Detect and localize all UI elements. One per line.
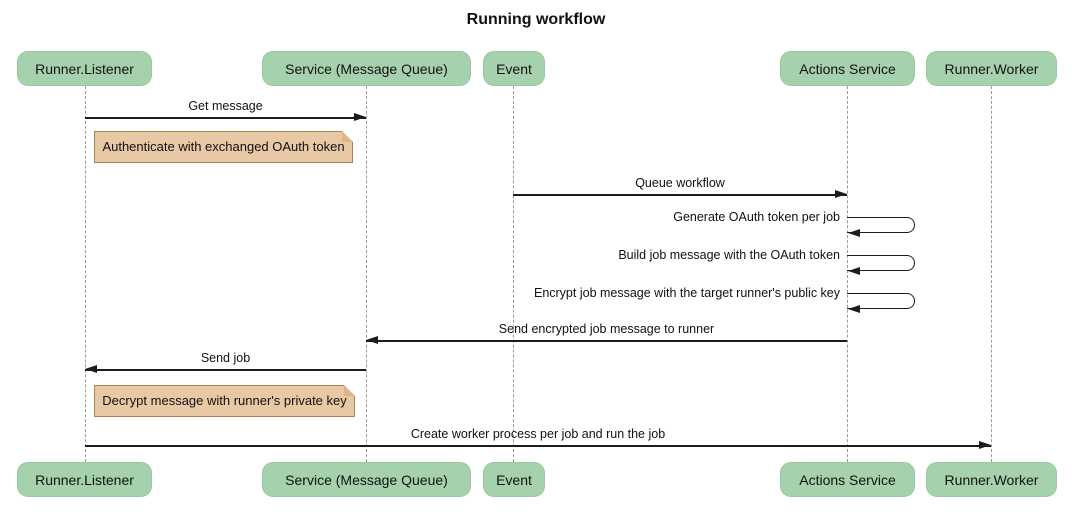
message-line <box>85 445 991 447</box>
arrowhead-left-icon <box>848 305 860 313</box>
lifeline-runner-worker <box>991 86 992 462</box>
self-loop-line <box>847 255 915 271</box>
note-fold-icon <box>344 385 355 396</box>
actor-bottom-actions-service: Actions Service <box>780 462 915 497</box>
arrowhead-left-icon <box>848 267 860 275</box>
message-label: Send job <box>200 351 251 365</box>
actor-top-service-message-queue: Service (Message Queue) <box>262 51 471 86</box>
actor-bottom-runner-listener: Runner.Listener <box>17 462 152 497</box>
actor-bottom-service-message-queue: Service (Message Queue) <box>262 462 471 497</box>
actor-top-runner-worker: Runner.Worker <box>926 51 1057 86</box>
actor-bottom-runner-worker: Runner.Worker <box>926 462 1057 497</box>
note: Decrypt message with runner's private ke… <box>94 385 355 417</box>
diagram-title: Running workflow <box>466 11 606 28</box>
message-label: Get message <box>188 99 263 113</box>
self-loop-line <box>847 217 915 233</box>
message-label: Send encrypted job message to runner <box>498 322 715 336</box>
self-loop-line <box>847 293 915 309</box>
arrowhead-right-icon <box>354 113 366 121</box>
actor-top-actions-service: Actions Service <box>780 51 915 86</box>
lifeline-event <box>513 86 514 462</box>
message-label: Queue workflow <box>635 176 725 190</box>
arrowhead-left-icon <box>848 229 860 237</box>
message-label: Generate OAuth token per job <box>673 210 840 224</box>
arrowhead-left-icon <box>366 336 378 344</box>
arrowhead-right-icon <box>835 190 847 198</box>
message-line <box>366 340 847 342</box>
arrowhead-left-icon <box>85 365 97 373</box>
message-line <box>85 117 366 119</box>
note-fold-icon <box>342 131 353 142</box>
message-line <box>85 369 366 371</box>
message-line <box>513 194 847 196</box>
message-label: Create worker process per job and run th… <box>410 427 666 441</box>
lifeline-runner-listener <box>85 86 86 462</box>
message-label: Build job message with the OAuth token <box>618 248 840 262</box>
message-label: Encrypt job message with the target runn… <box>533 286 840 300</box>
actor-top-runner-listener: Runner.Listener <box>17 51 152 86</box>
arrowhead-right-icon <box>979 441 991 449</box>
lifeline-actions-service <box>847 86 848 462</box>
note: Authenticate with exchanged OAuth token <box>94 131 353 163</box>
actor-top-event: Event <box>483 51 545 86</box>
lifeline-service-message-queue <box>366 86 367 462</box>
actor-bottom-event: Event <box>483 462 545 497</box>
